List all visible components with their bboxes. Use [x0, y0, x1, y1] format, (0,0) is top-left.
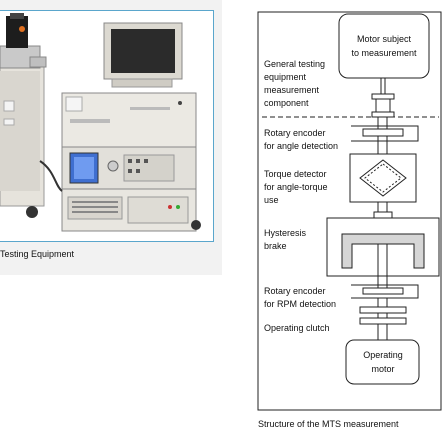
torque-bridge-diamond: [359, 159, 407, 197]
rpm-encoder-label-2: for RPM detection: [264, 299, 336, 309]
clutch-plate-lower: [359, 317, 407, 325]
clutch-plate-upper: [359, 306, 407, 314]
operating-motor-label-1: Operating: [363, 350, 403, 360]
motor-subject-label-2: to measurement: [351, 48, 417, 58]
hysteresis-brake-core: [341, 233, 425, 269]
operating-motor-label-2: motor: [371, 364, 394, 374]
hysteresis-label-2: brake: [264, 241, 287, 251]
operating-clutch-label: Operating clutch: [264, 323, 330, 333]
torque-detector-box: [349, 153, 417, 203]
hysteresis-label-1: Hysteresis: [264, 228, 307, 238]
torque-bridge-inner: [364, 163, 402, 193]
mts-caption: Structure of the MTS measurement: [258, 419, 399, 429]
angle-encoder-label-1: Rotary encoder: [264, 128, 326, 138]
general-testing-label-4: component: [264, 98, 309, 108]
coupling: [373, 211, 393, 219]
angle-encoder-bracket: [351, 125, 419, 142]
torque-detector-label-3: use: [264, 195, 279, 205]
general-testing-label-1: General testing: [264, 59, 325, 69]
general-testing-label-3: measurement: [264, 85, 320, 95]
coupling: [371, 111, 395, 118]
equipment-panel: Testing Equipment: [0, 0, 222, 275]
equipment-illustration: [0, 13, 201, 232]
equipment-photo: [0, 10, 214, 242]
motor-subject-label-1: Motor subject: [357, 34, 412, 44]
diagram-labels: Motor subject to measurement General tes…: [264, 34, 417, 374]
equipment-caption: Testing Equipment: [0, 249, 75, 259]
operating-motor-box: [345, 339, 420, 385]
rpm-encoder-label-1: Rotary encoder: [264, 286, 326, 296]
general-testing-label-2: equipment: [264, 72, 307, 82]
torque-detector-label-2: for angle-torque: [264, 182, 328, 192]
angle-encoder-disk: [362, 128, 404, 137]
torque-detector-label-1: Torque detector: [264, 169, 327, 179]
motor-subject-box: [338, 13, 430, 79]
angle-encoder-label-2: for angle detection: [264, 141, 338, 151]
rpm-encoder-bracket: [351, 284, 419, 299]
coupling: [371, 93, 395, 100]
rpm-encoder-disk: [362, 287, 404, 295]
hysteresis-brake-box: [326, 217, 440, 277]
diagram-outer-frame: [257, 11, 442, 411]
